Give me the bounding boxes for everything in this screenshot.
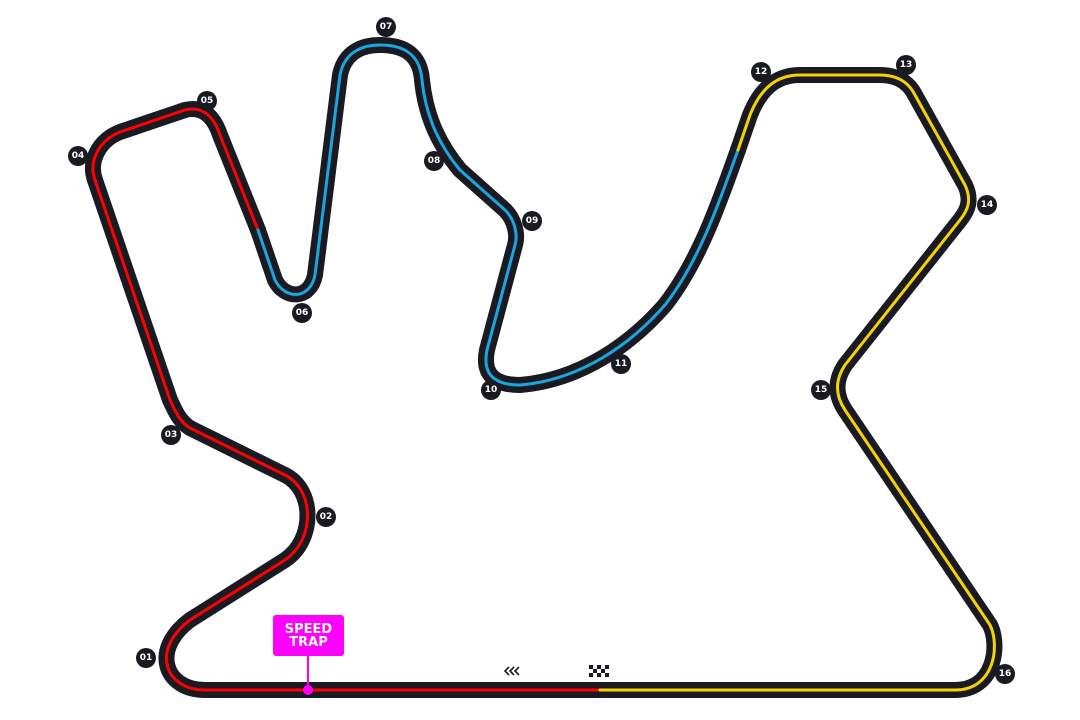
sector-3-outline (592, 67, 1003, 698)
turn-number: 01 (140, 653, 153, 663)
turn-number: 14 (981, 200, 994, 210)
turn-number: 04 (72, 151, 85, 161)
turn-number: 06 (296, 308, 309, 318)
chevrons-left-icon (503, 666, 520, 676)
turn-marker: 11 (611, 354, 631, 374)
turn-number: 11 (615, 359, 628, 369)
turn-marker: 04 (68, 146, 88, 166)
speed-trap-line2: TRAP (289, 634, 328, 650)
turn-marker: 03 (161, 425, 181, 445)
sector-2 (256, 43, 740, 387)
turn-marker-circle (811, 380, 831, 400)
speed-trap-line1: SPEED (284, 621, 333, 637)
turn-number: 03 (165, 430, 178, 440)
turn-marker: 02 (316, 507, 336, 527)
turn-marker: 09 (522, 211, 542, 231)
turn-number: 07 (380, 22, 393, 32)
turn-number: 10 (485, 385, 498, 395)
turn-number: 15 (815, 385, 828, 395)
sector-3 (598, 73, 996, 692)
turn-marker-circle (977, 195, 997, 215)
turn-marker-circle (136, 648, 156, 668)
turn-marker-circle (376, 17, 396, 37)
turn-marker-circle (522, 211, 542, 231)
sector-2-outline (250, 37, 746, 393)
turn-number: 08 (428, 156, 441, 166)
turn-number: 02 (320, 512, 333, 522)
turn-marker-circle (161, 425, 181, 445)
turn-marker-circle (481, 380, 501, 400)
turn-marker: 12 (751, 62, 771, 82)
turn-marker-circle (896, 55, 916, 75)
turn-marker: 13 (896, 55, 916, 75)
turn-number: 13 (900, 60, 913, 70)
speed-trap-marker (303, 685, 313, 695)
turn-marker-circle (292, 303, 312, 323)
speed-trap-label: SPEED TRAP (273, 615, 344, 656)
turn-marker: 06 (292, 303, 312, 323)
turn-marker-circle (751, 62, 771, 82)
turn-marker: 10 (481, 380, 501, 400)
turn-marker-circle (995, 664, 1015, 684)
turn-number: 16 (999, 669, 1012, 679)
turn-marker: 07 (376, 17, 396, 37)
turn-marker-circle (611, 354, 631, 374)
turn-marker: 15 (811, 380, 831, 400)
turn-number: 12 (755, 67, 768, 77)
turn-marker: 08 (424, 151, 444, 171)
turn-marker-circle (424, 151, 444, 171)
checkered-flag-icon (589, 665, 609, 677)
turn-marker-circle (68, 146, 88, 166)
turn-marker: 16 (995, 664, 1015, 684)
turn-marker-circle (197, 91, 217, 111)
sector-1 (91, 107, 602, 692)
track-outline (85, 37, 1003, 698)
turn-marker: 01 (136, 648, 156, 668)
turn-number: 09 (526, 216, 539, 226)
turn-number: 05 (201, 96, 214, 106)
turn-marker-circle (316, 507, 336, 527)
turn-marker: 14 (977, 195, 997, 215)
turn-marker: 05 (197, 91, 217, 111)
